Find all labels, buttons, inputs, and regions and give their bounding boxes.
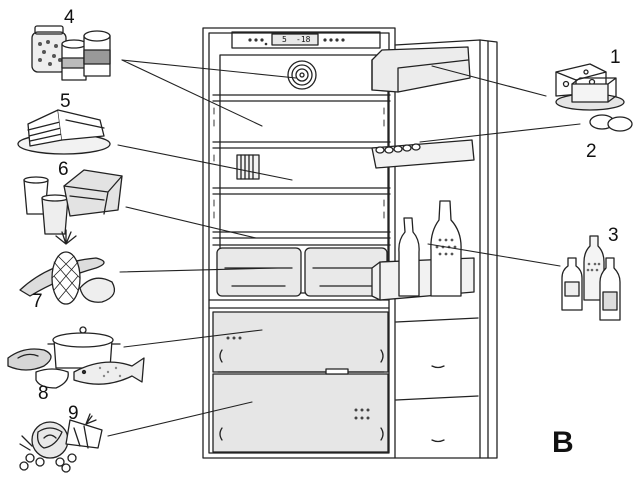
control-panel <box>231 31 381 49</box>
jars-and-cans-icon <box>31 25 111 81</box>
figure-label: B <box>552 426 574 459</box>
dairy-cups-icon <box>23 169 123 235</box>
shelf-container <box>236 154 260 180</box>
refrigerator-cabinet <box>202 27 396 459</box>
callout-number-7: 7 <box>32 291 43 312</box>
fan-vent <box>287 60 317 90</box>
callout-number-8: 8 <box>38 383 49 404</box>
callout-number-4: 4 <box>64 7 75 28</box>
refrigerator-door <box>371 39 498 459</box>
freezer-drawers <box>212 311 389 453</box>
crisper-drawers <box>216 247 388 297</box>
callout-number-1: 1 <box>610 47 621 68</box>
callout-number-3: 3 <box>608 225 619 246</box>
leader-lines <box>107 59 581 437</box>
control-buttons <box>248 38 345 46</box>
frozen-vegetables-icon <box>19 413 103 473</box>
display-left-temp: 5 <box>282 35 287 44</box>
shelves <box>212 94 391 246</box>
meat-fish-pot-icon <box>7 326 145 389</box>
fruit-vegetables-icon <box>19 229 116 305</box>
callout-number-2: 2 <box>586 141 597 162</box>
display-right-temp: -18 <box>296 35 311 44</box>
cake-icon <box>17 109 111 155</box>
callout-number-9: 9 <box>68 403 79 424</box>
cheese-and-eggs-icon <box>555 63 633 132</box>
callout-number-6: 6 <box>58 159 69 180</box>
door-bottles <box>398 200 462 297</box>
callout-number-5: 5 <box>60 91 71 112</box>
bottles-icon <box>561 235 621 321</box>
